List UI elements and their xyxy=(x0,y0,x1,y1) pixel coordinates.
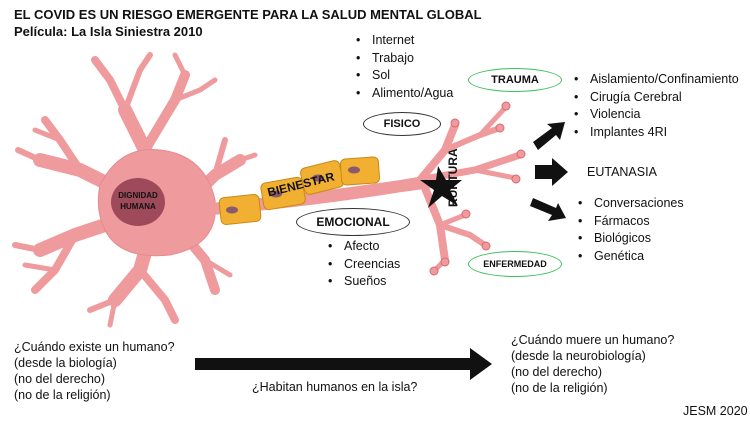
fisico-oval: FISICO xyxy=(363,112,441,136)
soma-nucleus xyxy=(111,178,165,226)
eutanasia-label: EUTANASIA xyxy=(587,165,657,179)
fisico-list: Internet Trabajo Sol Alimento/Agua xyxy=(356,32,453,102)
list-item: Alimento/Agua xyxy=(356,85,453,103)
page-title: EL COVID ES UN RIESGO EMERGENTE PARA LA … xyxy=(14,7,482,22)
enfermedad-list: Conversaciones Fármacos Biológicos Genét… xyxy=(578,195,684,265)
right-arrows xyxy=(530,122,568,221)
soma-label: DIGNIDAD HUMANA xyxy=(118,191,158,211)
rupture-star xyxy=(420,166,462,208)
enfermedad-oval: ENFERMEDAD xyxy=(468,251,562,277)
list-item: Genética xyxy=(578,248,684,266)
list-item: Sol xyxy=(356,67,453,85)
list-item: Trabajo xyxy=(356,50,453,68)
left-question: ¿Cuándo existe un humano? (desde la biol… xyxy=(14,340,175,402)
list-item: Implantes 4RI xyxy=(574,124,739,142)
myelin-dots xyxy=(226,166,360,214)
bottom-arrow xyxy=(195,348,492,380)
list-item: Fármacos xyxy=(578,213,684,231)
list-item: Creencias xyxy=(328,256,400,274)
list-item: Afecto xyxy=(328,238,400,256)
list-item: Conversaciones xyxy=(578,195,684,213)
list-item: Cirugía Cerebral xyxy=(574,89,739,107)
axon-terminal-buttons xyxy=(429,101,526,276)
emocional-list: Afecto Creencias Sueños xyxy=(328,238,400,291)
list-item: Sueños xyxy=(328,273,400,291)
list-item: Internet xyxy=(356,32,453,50)
rupture-label: RUPTURA xyxy=(446,148,460,207)
emocional-oval: EMOCIONAL xyxy=(296,208,410,236)
list-item: Aislamiento/Confinamiento xyxy=(574,71,739,89)
bottom-arrow-label: ¿Habitan humanos en la isla? xyxy=(252,380,418,394)
trauma-oval: TRAUMA xyxy=(468,68,562,92)
list-item: Biológicos xyxy=(578,230,684,248)
trauma-list: Aislamiento/Confinamiento Cirugía Cerebr… xyxy=(574,71,739,141)
list-item: Violencia xyxy=(574,106,739,124)
credit: JESM 2020 xyxy=(683,404,748,418)
right-question: ¿Cuándo muere un humano? (desde la neuro… xyxy=(511,333,675,395)
page-subtitle: Película: La Isla Siniestra 2010 xyxy=(14,24,203,39)
